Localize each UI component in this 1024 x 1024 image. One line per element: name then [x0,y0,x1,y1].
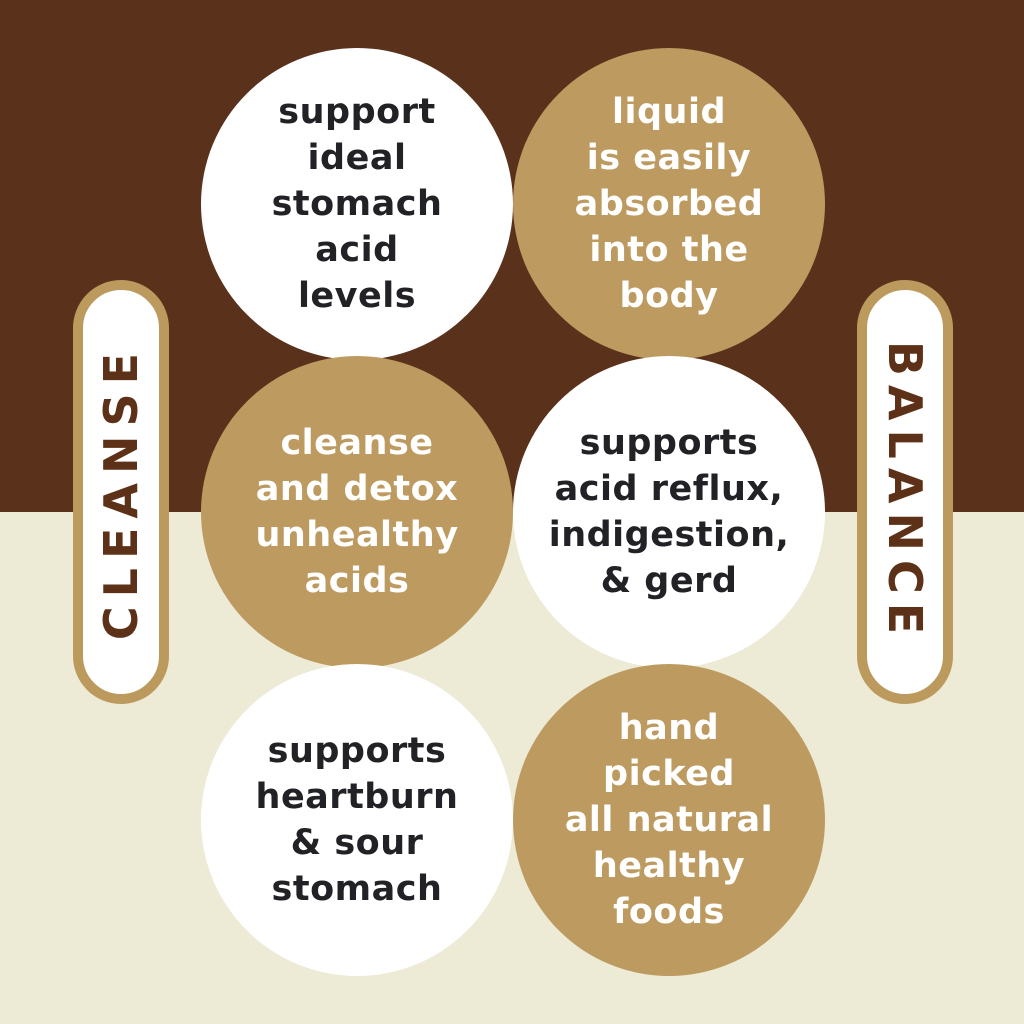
background-top-brown [0,0,1024,512]
circle-heartburn-sour-stomach: supports heartburn & sour stomach [201,664,513,976]
circle-cleanse-detox-text: cleanse and detox unhealthy acids [255,423,459,601]
circle-liquid-absorbed-text: liquid is easily absorbed into the body [574,92,764,316]
circle-support-stomach-acid: support ideal stomach acid levels [201,48,513,360]
circle-heartburn-sour-stomach-text: supports heartburn & sour stomach [255,731,459,909]
cleanse-side-banner: CLEANSE [73,280,169,704]
circle-hand-picked-foods-text: hand picked all natural healthy foods [564,708,774,932]
circle-support-stomach-acid-text: support ideal stomach acid levels [271,92,443,316]
background-bottom-cream [0,512,1024,1024]
circle-acid-reflux-gerd: supports acid reflux, indigestion, & ger… [513,356,825,668]
circle-liquid-absorbed: liquid is easily absorbed into the body [513,48,825,360]
circle-acid-reflux-gerd-text: supports acid reflux, indigestion, & ger… [548,423,790,601]
circle-hand-picked-foods: hand picked all natural healthy foods [513,664,825,976]
circle-cleanse-detox: cleanse and detox unhealthy acids [201,356,513,668]
cleanse-label: CLEANSE [94,343,148,641]
balance-label: BALANCE [878,340,932,644]
balance-side-banner: BALANCE [857,280,953,704]
